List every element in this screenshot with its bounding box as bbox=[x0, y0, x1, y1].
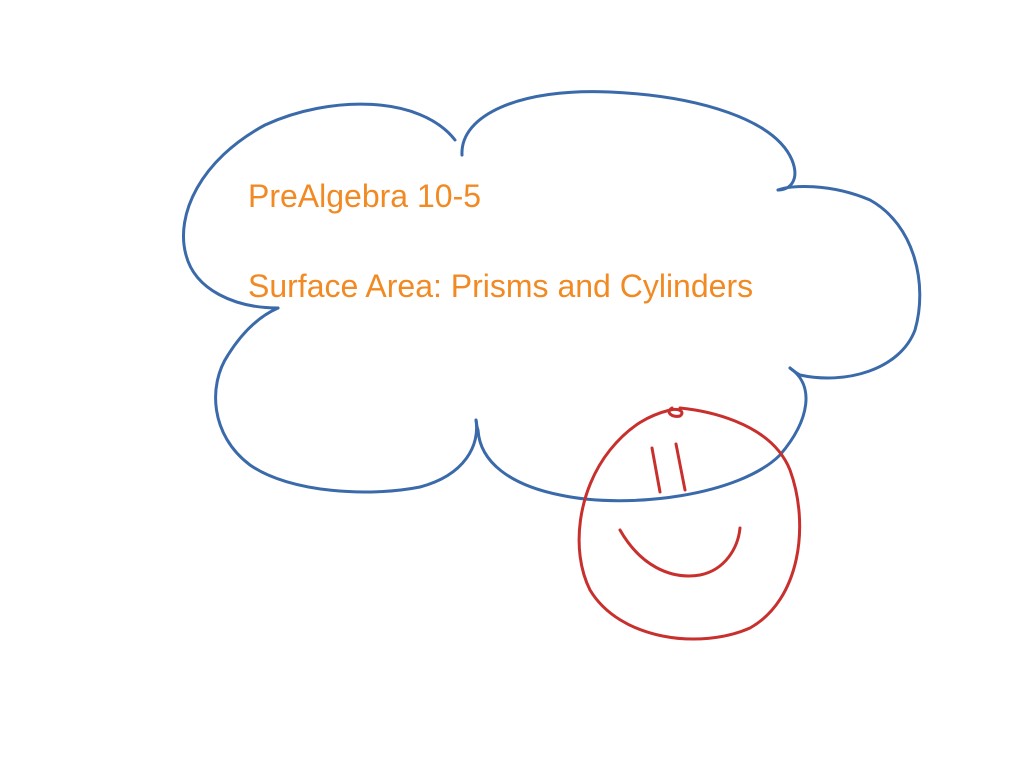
cloud-lobe-bottom-left bbox=[214, 306, 479, 494]
cloud-lobe-right bbox=[776, 184, 922, 380]
smiley-eye-right bbox=[674, 442, 687, 492]
smiley-mouth bbox=[618, 526, 742, 578]
smiley-eye-left bbox=[650, 446, 662, 494]
cloud-lobe-top-left bbox=[182, 102, 457, 310]
lesson-title-text: Surface Area: Prisms and Cylinders bbox=[248, 268, 754, 304]
smiley-head bbox=[577, 406, 802, 641]
cloud-lobe-top-right bbox=[460, 90, 797, 192]
smiley-face-drawing bbox=[577, 406, 802, 641]
cloud-lobe-bottom-right bbox=[474, 366, 808, 503]
thought-cloud-drawing bbox=[182, 90, 922, 503]
lesson-number-text: PreAlgebra 10-5 bbox=[248, 178, 482, 214]
